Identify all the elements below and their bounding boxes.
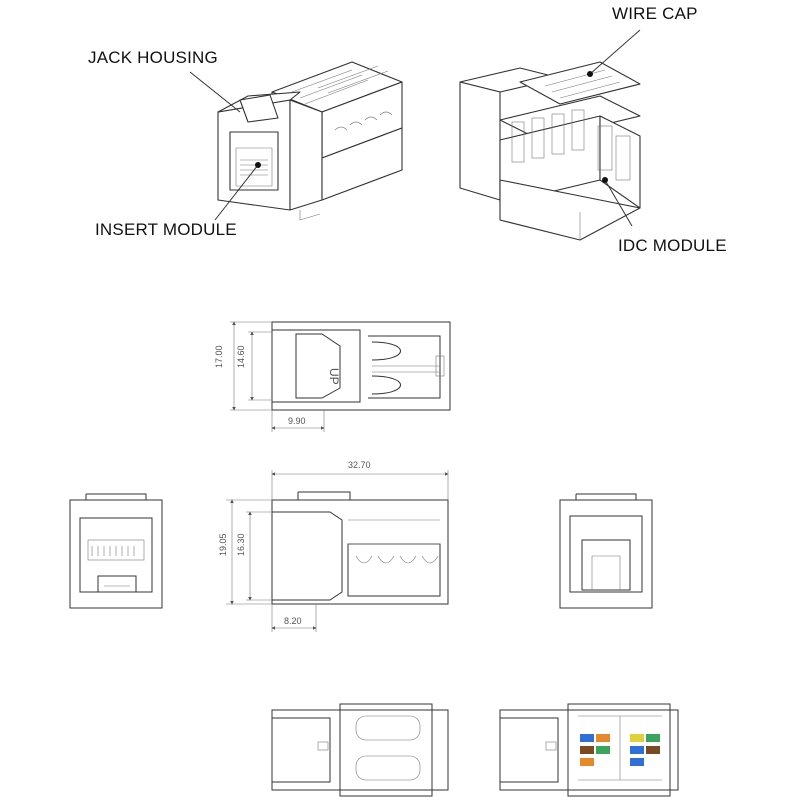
- dim-side-inner-height: 16.30: [236, 533, 246, 556]
- pair-color-codes: [580, 734, 660, 766]
- leader-idc-module: [604, 179, 633, 227]
- side-view: [226, 470, 449, 632]
- leader-dot-wirecap: [587, 71, 593, 77]
- label-wire-cap: WIRE CAP: [612, 4, 698, 23]
- rear-view: [559, 493, 653, 609]
- dim-side-front-length: 8.20: [284, 616, 302, 626]
- bottom-view-left: [271, 703, 449, 797]
- dim-side-overall-length: 32.70: [348, 460, 371, 470]
- dim-top-inner-height: 14.60: [236, 345, 246, 368]
- callout-leaders: [189, 29, 641, 227]
- leader-jack-housing: [189, 71, 241, 113]
- top-view: [230, 321, 451, 432]
- dim-side-outer-height: 19.05: [218, 533, 228, 556]
- front-view: [69, 493, 163, 609]
- leader-dot-idc: [602, 177, 608, 183]
- iso-view-rear: [459, 61, 641, 241]
- dim-top-outer-height: 17.00: [214, 345, 224, 368]
- embossed-up-mark: UP: [327, 368, 341, 385]
- label-jack-housing: JACK HOUSING: [88, 48, 218, 67]
- label-idc-module: IDC MODULE: [618, 236, 727, 255]
- leader-wire-cap: [589, 29, 641, 75]
- iso-view-front: [217, 61, 403, 221]
- dim-top-front-length: 9.90: [288, 416, 306, 426]
- bottom-view-right: [499, 703, 679, 797]
- leader-insert-module: [214, 164, 259, 221]
- label-insert-module: INSERT MODULE: [95, 220, 237, 239]
- leader-dot-insert: [255, 162, 261, 168]
